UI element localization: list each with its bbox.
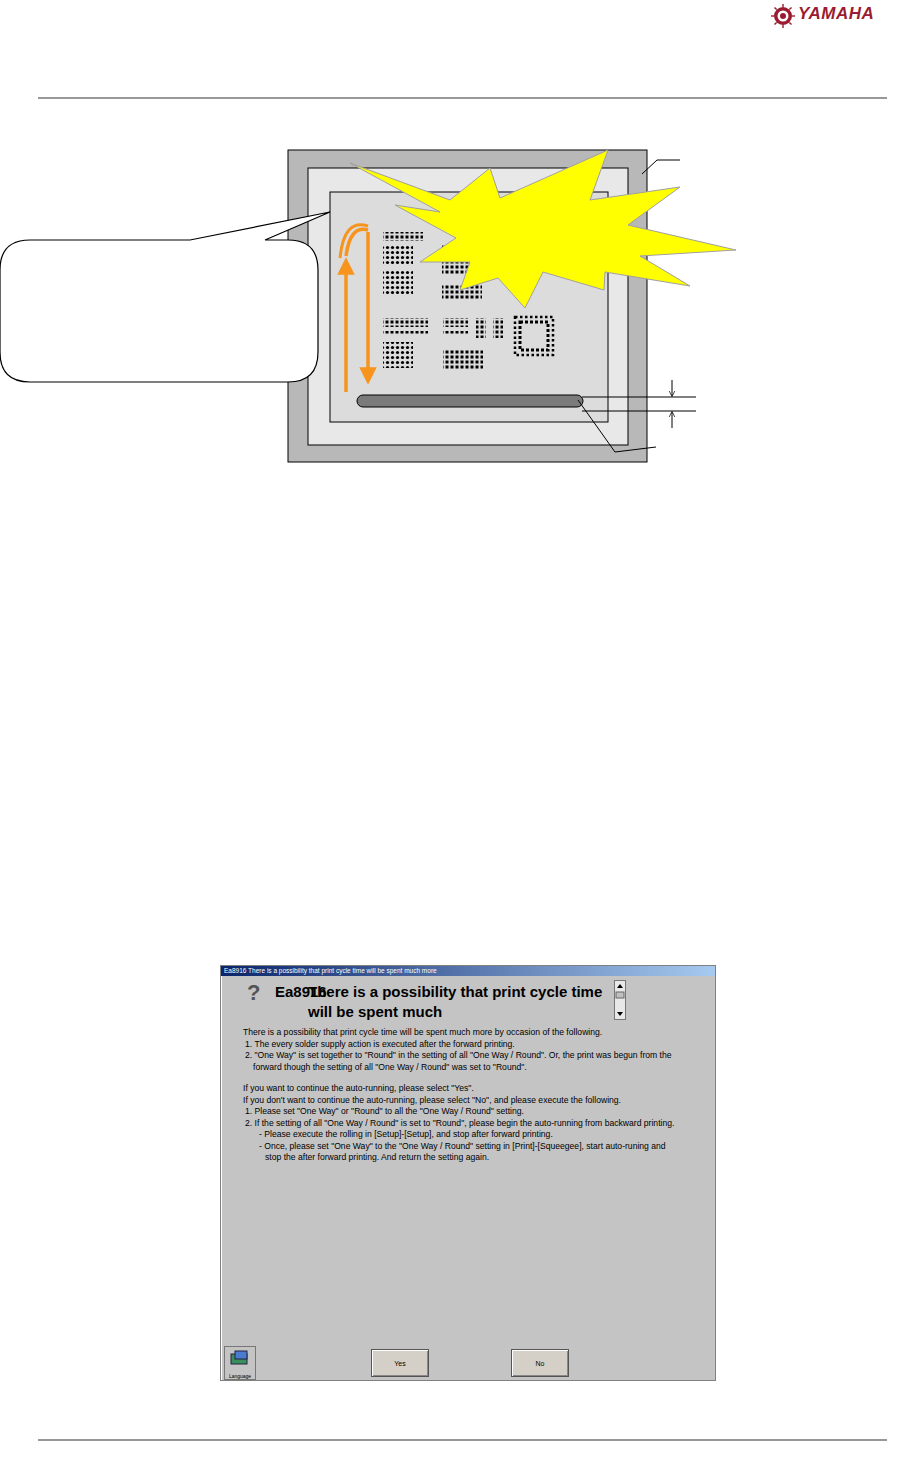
message-line: If you want to continue the auto-running… (243, 1083, 683, 1095)
title-bar-text: Ea8916 There is a possibility that print… (221, 966, 715, 976)
dialog-heading: There is a possibility that print cycle … (308, 982, 608, 1022)
logo-emblem (771, 4, 795, 28)
no-button: No (511, 1349, 569, 1377)
language-icon (229, 1350, 251, 1366)
message-line: 2. If the setting of all "One Way / Roun… (243, 1118, 683, 1130)
language-button: Language (224, 1346, 256, 1380)
message-line: If you don't want to continue the auto-r… (243, 1095, 683, 1107)
starburst (350, 150, 736, 308)
question-mark: ? (247, 979, 260, 1007)
icon-caption: Language (229, 1373, 251, 1379)
dimension-marks (582, 380, 696, 428)
message-line: - Once, please set "One Way" to the "One… (243, 1141, 683, 1164)
yes-button: Yes (371, 1349, 429, 1377)
callout-balloon (0, 212, 330, 382)
button-label: Yes (394, 1360, 405, 1367)
message-body: There is a possibility that print cycle … (243, 1027, 683, 1164)
header-rule (38, 97, 887, 98)
message-line: - Please execute the rolling in [Setup]-… (243, 1129, 683, 1141)
leader-lines (578, 160, 680, 452)
squeegee (357, 395, 583, 407)
squeegee-motion-arrows (340, 225, 368, 392)
dialog-window: Yes NoLanguage Ea8916 There is a possibili… (220, 965, 716, 1381)
message-line: 1. Please set "One Way" or "Round" to al… (243, 1106, 683, 1118)
footer-rule (38, 1439, 887, 1440)
brand-logo: YAMAHA (798, 4, 874, 24)
message-line: There is a possibility that print cycle … (243, 1027, 683, 1039)
button-label: No (536, 1360, 545, 1367)
message-line: 2. "One Way" is set together to "Round" … (243, 1050, 683, 1073)
scrollbar (614, 980, 626, 1020)
message-line: 1. The every solder supply action is exe… (243, 1039, 683, 1051)
